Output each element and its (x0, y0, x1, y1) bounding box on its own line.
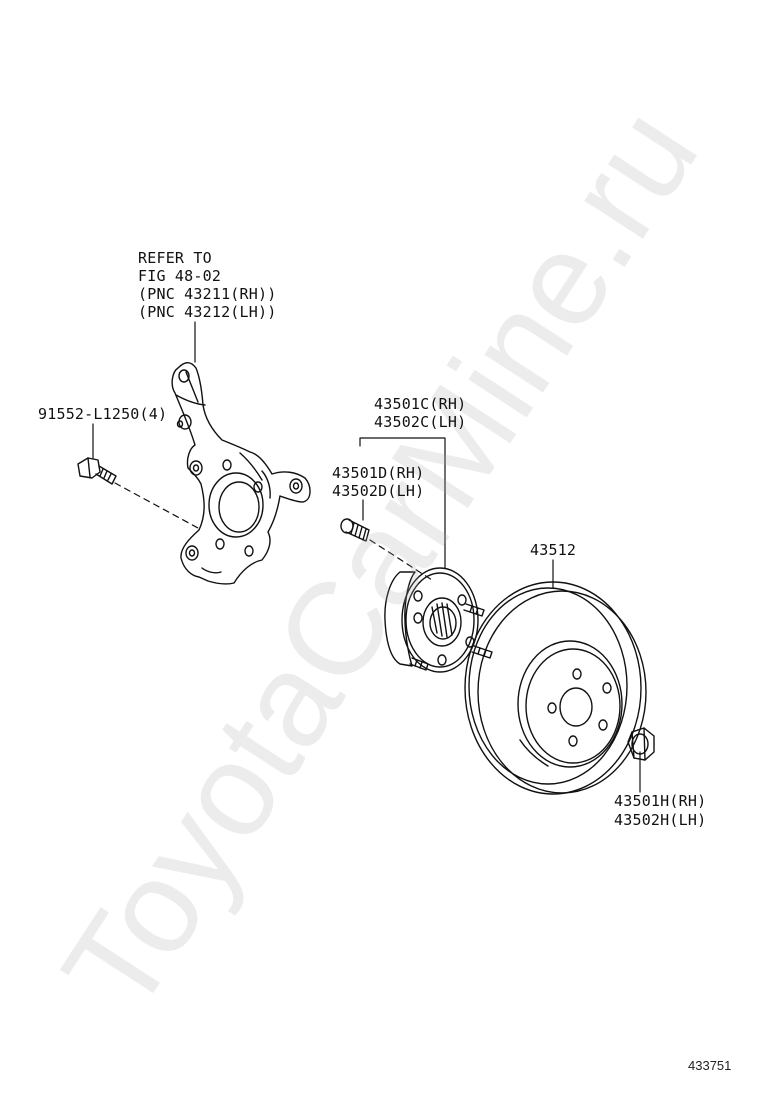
knuckle-ref-line-4: (PNC 43212(LH)) (138, 303, 277, 321)
knuckle-ref-line-3: (PNC 43211(RH)) (138, 285, 277, 303)
steering-knuckle (171, 362, 311, 585)
nut-rh-label: 43501H(RH) (614, 792, 707, 810)
hub-d-rh-label: 43501D(RH) (332, 464, 425, 482)
assembly-dashed-lines (114, 482, 433, 581)
figure-number: 433751 (688, 1058, 732, 1073)
hub-c-lh-label: 43502C(LH) (374, 413, 467, 431)
nut-lh-label: 43502H(LH) (614, 811, 707, 829)
hub-bolt (340, 518, 370, 542)
hub-c-rh-label: 43501C(RH) (374, 395, 467, 413)
lock-nut (627, 727, 655, 761)
knuckle-ref-line-2: FIG 48-02 (138, 267, 222, 285)
bolt-part-label: 91552-L1250(4) (38, 405, 168, 423)
brake-disc-rotor (464, 581, 647, 795)
hub-d-lh-label: 43502D(LH) (332, 482, 425, 500)
hub-bearing-assembly (384, 567, 493, 673)
knuckle-bolt (77, 457, 117, 485)
rotor-part-label: 43512 (530, 541, 577, 559)
knuckle-ref-line-1: REFER TO (138, 249, 212, 267)
